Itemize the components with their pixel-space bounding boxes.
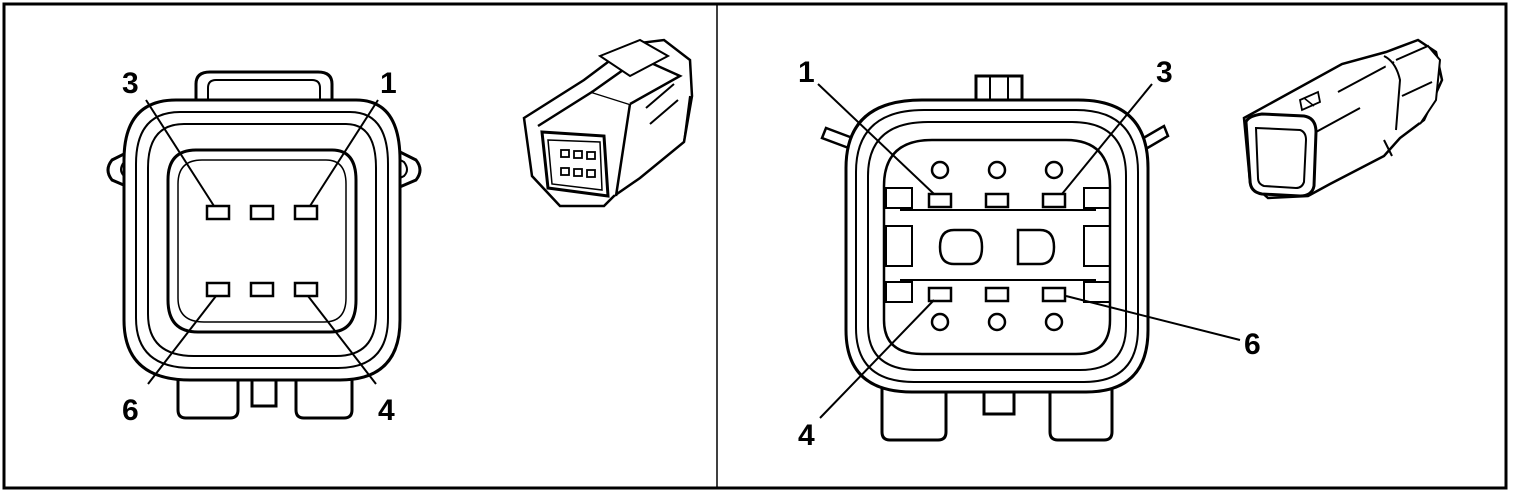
right-terminal-3 xyxy=(1041,192,1067,209)
right-terminal-1 xyxy=(927,192,953,209)
right-terminal-5 xyxy=(984,286,1010,303)
right-terminals xyxy=(927,192,1067,303)
right-terminal-4 xyxy=(927,286,953,303)
right-iso-connector xyxy=(1242,38,1444,200)
left-panel xyxy=(106,70,422,420)
left-terminals xyxy=(205,204,319,298)
right-callout-6: 6 xyxy=(1244,328,1261,361)
right-callout-labels: 1 3 4 6 xyxy=(798,56,1261,452)
right-callout-4: 4 xyxy=(798,419,815,452)
left-callout-3: 3 xyxy=(122,67,139,100)
right-key-left xyxy=(938,228,984,266)
left-terminal-4 xyxy=(293,281,319,298)
left-callout-4: 4 xyxy=(378,394,395,427)
left-callout-labels: 3 1 6 4 xyxy=(122,67,397,427)
right-cavity-holes xyxy=(930,160,1064,332)
right-callout-3: 3 xyxy=(1156,56,1173,89)
right-key-right xyxy=(1016,228,1056,266)
right-housing-outer xyxy=(844,98,1150,394)
right-right-peg xyxy=(1139,124,1170,152)
left-housing-inner xyxy=(166,148,358,334)
left-terminal-6 xyxy=(205,281,231,298)
left-terminal-2 xyxy=(249,204,275,221)
left-housing-outer xyxy=(122,98,402,382)
right-internal-ribs xyxy=(885,187,1111,303)
right-top-tab xyxy=(974,74,1024,100)
right-terminal-2 xyxy=(984,192,1010,209)
left-terminal-5 xyxy=(249,281,275,298)
left-leader-lines xyxy=(145,99,379,385)
right-housing-inner xyxy=(882,138,1112,356)
right-leader-lines xyxy=(817,83,1241,419)
right-terminal-6 xyxy=(1041,286,1067,303)
left-terminal-1 xyxy=(293,204,319,221)
left-iso-connector xyxy=(522,38,694,208)
left-callout-1: 1 xyxy=(380,67,397,100)
right-callout-1: 1 xyxy=(798,56,815,89)
left-callout-6: 6 xyxy=(122,394,139,427)
left-terminal-3 xyxy=(205,204,231,221)
right-panel xyxy=(817,74,1241,442)
outer-frame xyxy=(2,2,1508,490)
